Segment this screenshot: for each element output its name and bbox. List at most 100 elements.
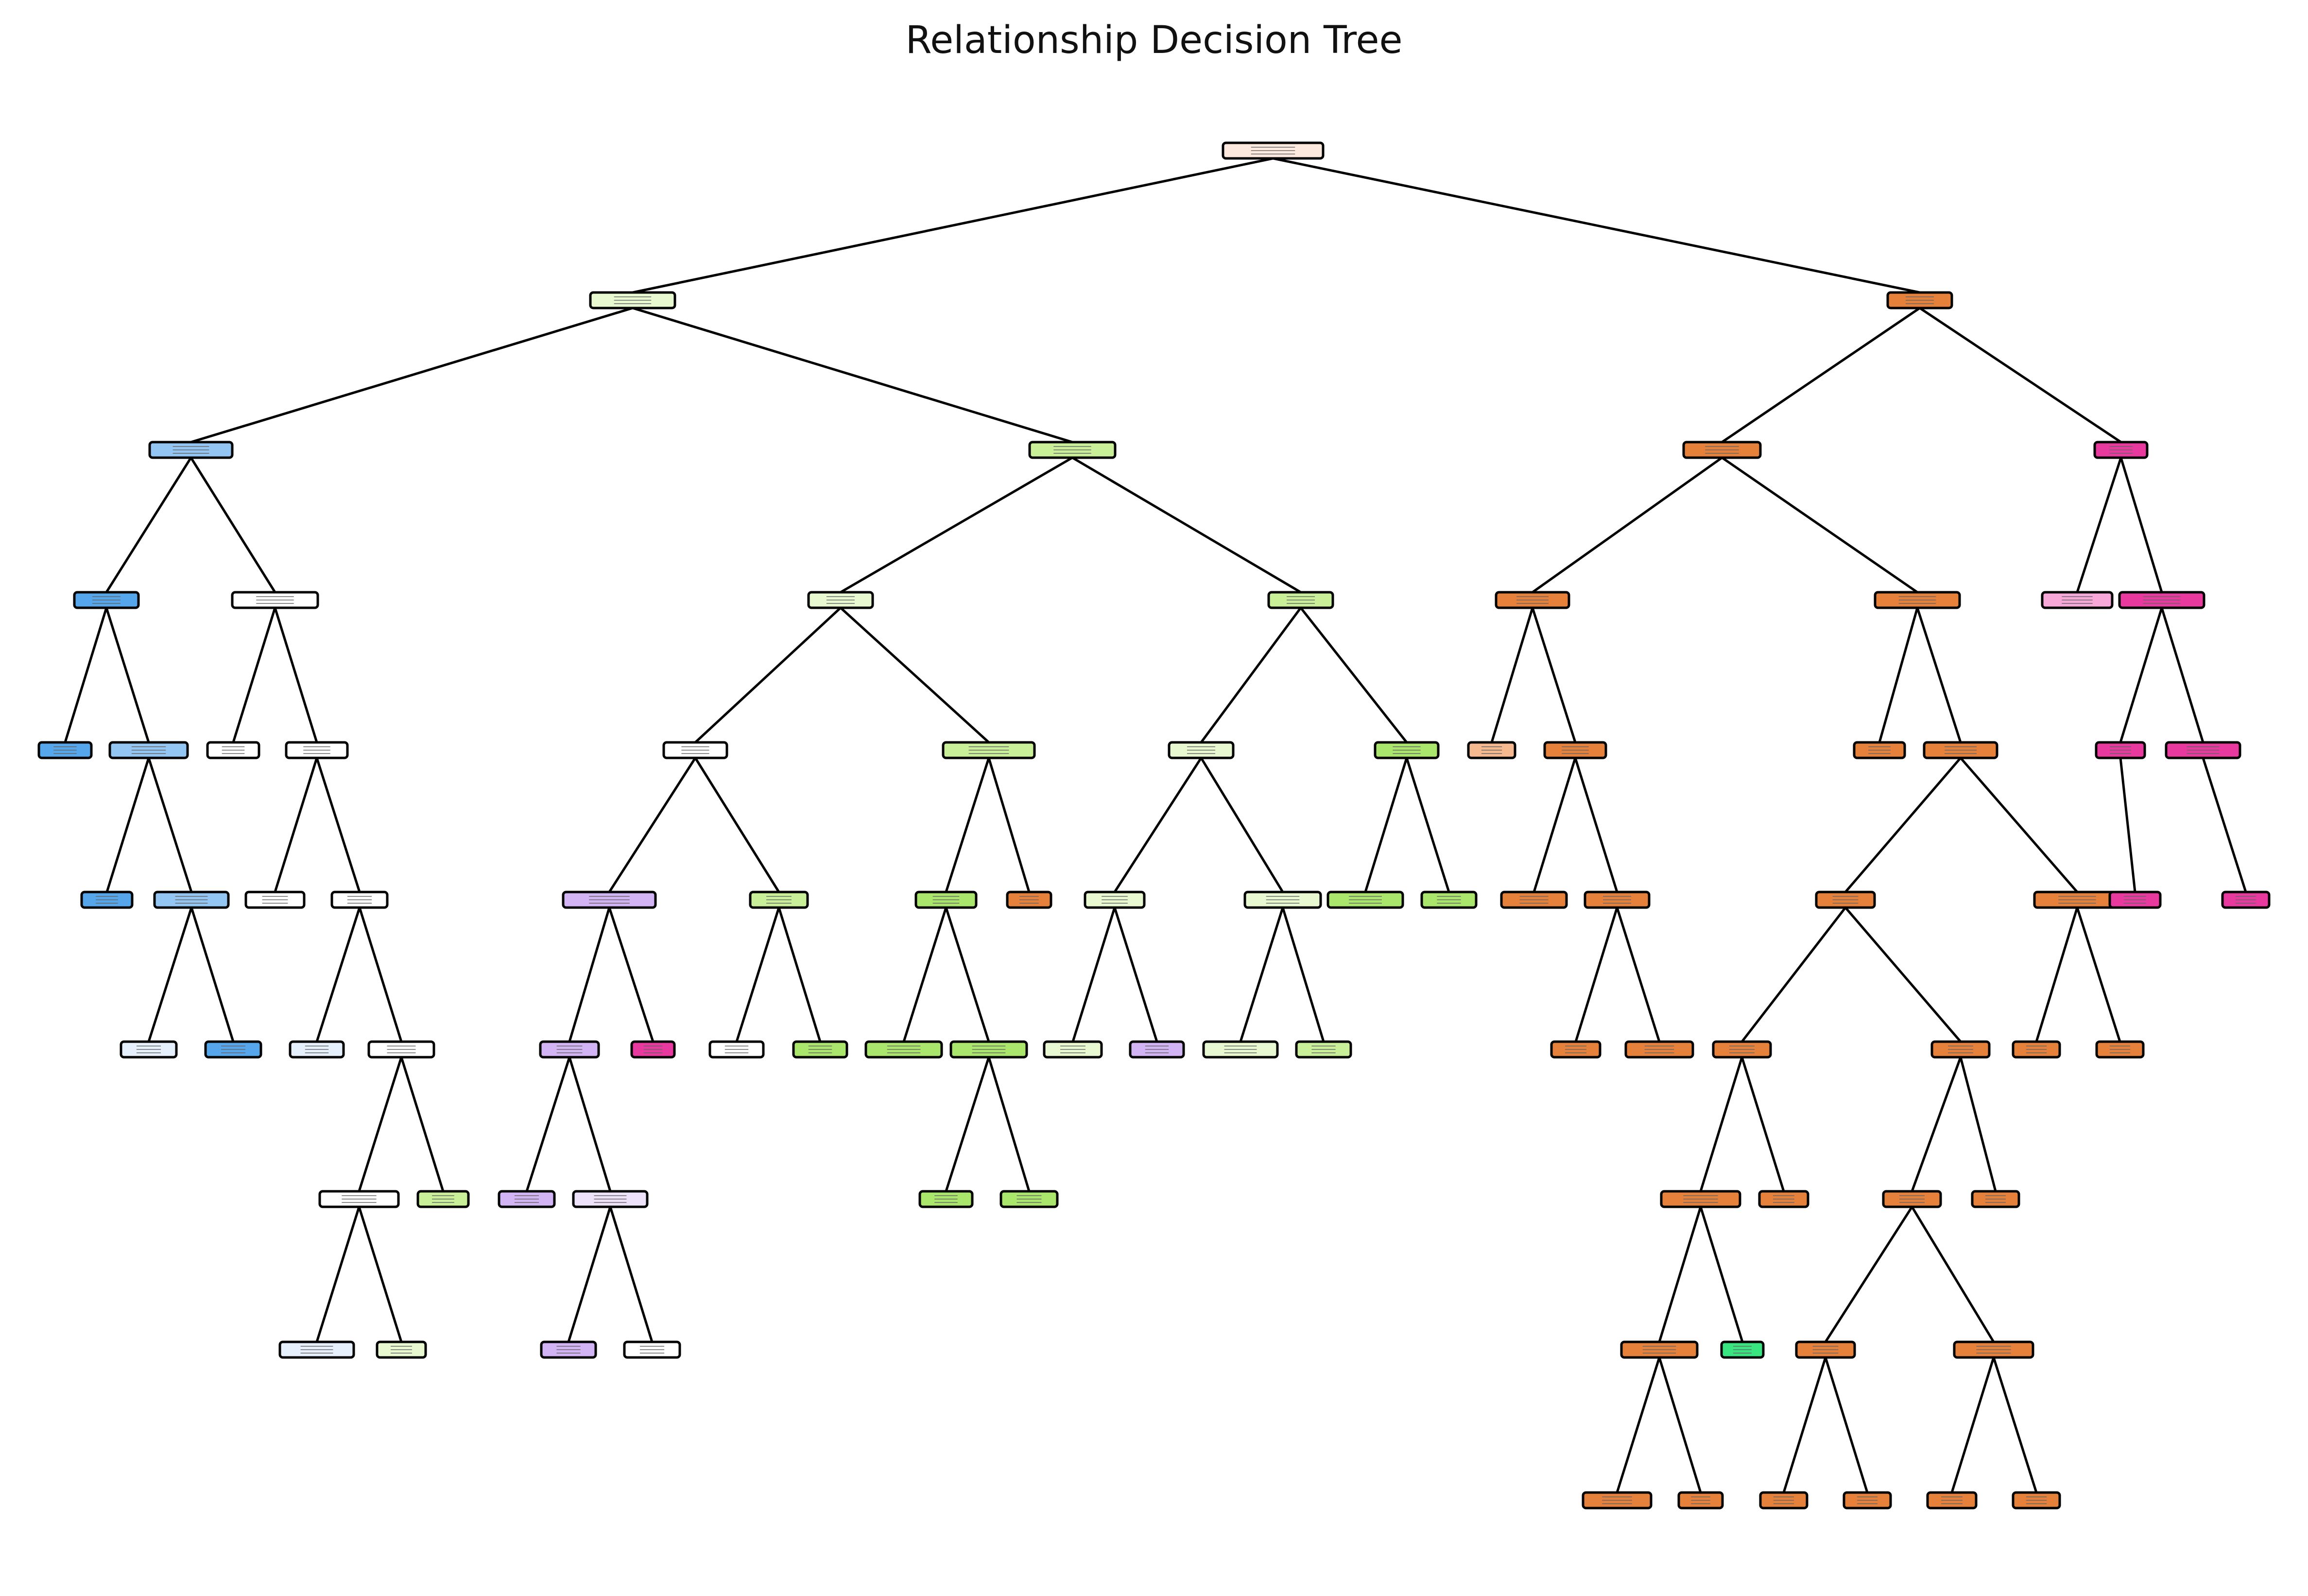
tree-node — [949, 1040, 1028, 1059]
tree-edge — [1699, 1206, 1744, 1342]
tree-edge — [608, 757, 697, 893]
tree-edge — [1960, 757, 2078, 893]
tree-node — [749, 891, 809, 909]
tree-node — [1420, 891, 1478, 909]
tree-node — [1843, 1491, 1892, 1510]
tree-edge — [2119, 757, 2136, 892]
tree-edge — [1721, 307, 1921, 444]
tree-node — [376, 1340, 427, 1359]
tree-edge — [1959, 1057, 1997, 1192]
tree-node — [1550, 1040, 1602, 1059]
tree-edge — [1992, 1357, 2038, 1493]
tree-edge — [2076, 907, 2121, 1042]
tree-node — [1467, 741, 1516, 759]
tree-edge — [1531, 607, 1577, 743]
tree-edge — [1533, 757, 1577, 892]
tree-node — [2108, 891, 2162, 909]
tree-edge — [735, 907, 780, 1042]
tree-node — [1953, 1340, 2034, 1359]
tree-edge — [1113, 907, 1158, 1042]
tree-edge — [1844, 757, 1962, 893]
tree-edge — [105, 607, 150, 743]
tree-edge — [358, 1206, 403, 1342]
tree-edge — [945, 1057, 990, 1192]
tree-node — [1926, 1491, 1978, 1510]
tree-edge — [1740, 1057, 1785, 1192]
tree-node — [864, 1040, 943, 1059]
tree-edge — [1741, 907, 1846, 1043]
tree-edge — [315, 1206, 361, 1342]
tree-node — [662, 741, 728, 759]
tree-edge — [190, 307, 633, 444]
tree-node — [2012, 1491, 2061, 1510]
tree-node — [540, 1340, 597, 1359]
tree-edge — [190, 907, 235, 1042]
tree-edge — [2119, 607, 2163, 743]
tree-edges — [64, 157, 2247, 1493]
tree-edge — [1574, 757, 1619, 892]
tree-edge — [1200, 607, 1302, 743]
tree-edge — [358, 907, 403, 1042]
tree-edge — [1782, 1357, 1827, 1493]
tree-edge — [777, 907, 822, 1042]
tree-edge — [105, 757, 150, 892]
tree-edge — [987, 757, 1031, 892]
tree-node — [572, 1190, 649, 1208]
tree-edge — [1071, 907, 1116, 1042]
tree-node — [318, 1190, 400, 1208]
tree-node — [231, 591, 319, 609]
tree-node — [289, 1040, 345, 1059]
chart-title: Relationship Decision Tree — [905, 18, 1403, 62]
tree-node — [792, 1040, 848, 1059]
tree-edge — [315, 907, 361, 1042]
tree-edge — [2119, 457, 2163, 593]
tree-node — [1759, 1491, 1809, 1510]
tree-edge — [694, 607, 842, 743]
tree-edge — [567, 1206, 612, 1342]
tree-edge — [274, 607, 318, 743]
tree-node — [1624, 1040, 1694, 1059]
tree-edge — [1300, 607, 1408, 743]
tree-node — [1886, 291, 1953, 309]
tree-node — [1222, 141, 1325, 160]
tree-edge — [1574, 907, 1619, 1042]
tree-node — [1267, 591, 1334, 609]
tree-node — [1815, 891, 1876, 909]
tree-edge — [1919, 307, 2122, 444]
tree-node — [1677, 1491, 1724, 1510]
tree-edge — [608, 907, 655, 1042]
tree-node — [2221, 891, 2271, 909]
tree-node — [120, 1040, 178, 1059]
tree-node — [1500, 891, 1568, 909]
tree-edge — [1490, 607, 1534, 743]
tree-node — [999, 1190, 1059, 1208]
tree-edge — [1878, 607, 1919, 743]
tree-node — [330, 891, 389, 909]
tree-edge — [987, 1057, 1031, 1192]
tree-node — [942, 741, 1036, 759]
tree-edge — [2035, 907, 2079, 1042]
tree-node — [2095, 741, 2146, 759]
tree-node — [2093, 441, 2149, 459]
tree-edge — [1844, 907, 1962, 1043]
tree-node — [1795, 1340, 1856, 1359]
tree-edge — [1532, 456, 1723, 594]
tree-node — [708, 1040, 765, 1059]
tree-node — [244, 891, 306, 909]
tree-node — [1584, 891, 1651, 909]
tree-edge — [945, 907, 990, 1042]
tree-node — [1853, 741, 1906, 759]
tree-node — [1202, 1040, 1279, 1059]
tree-edge — [1239, 907, 1284, 1042]
tree-edge — [1911, 1057, 1962, 1192]
tree-node — [1758, 1190, 1809, 1208]
tree-edge — [315, 757, 361, 892]
tree-edge — [147, 757, 193, 892]
tree-node — [367, 1040, 435, 1059]
tree-node — [1582, 1491, 1653, 1510]
tree-node — [539, 1040, 600, 1059]
tree-node — [1006, 891, 1052, 909]
tree-node — [2165, 741, 2241, 759]
tree-node — [2095, 1040, 2145, 1059]
